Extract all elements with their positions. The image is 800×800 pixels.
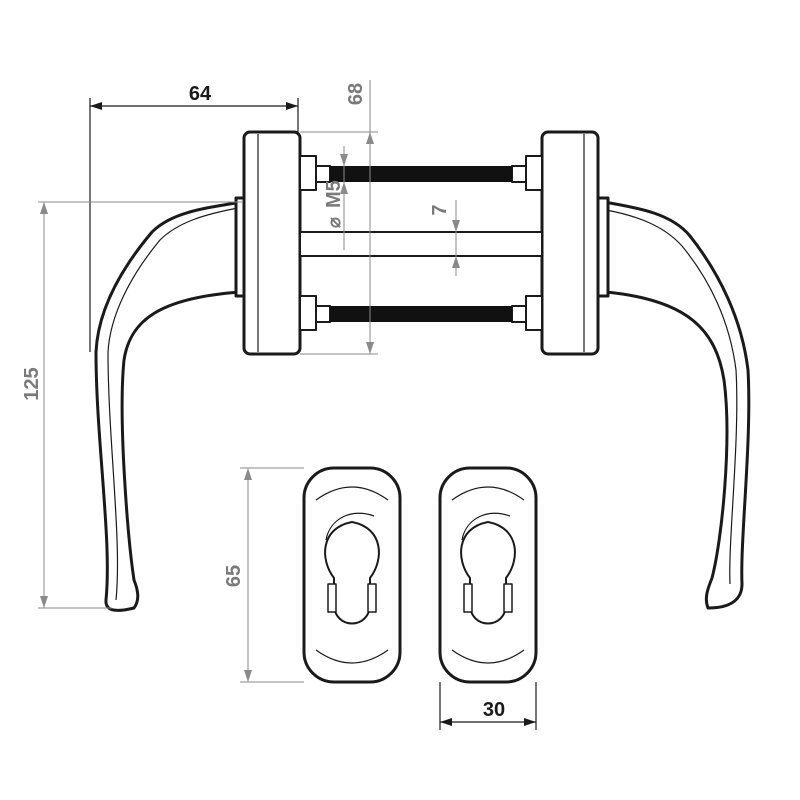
top-bolt xyxy=(330,166,512,182)
dimension-spindle-gap xyxy=(452,200,460,276)
label-handle-projection: 64 xyxy=(189,83,212,105)
dimension-rosette-width xyxy=(439,682,537,730)
label-diameter-symbol: ⌀ xyxy=(324,217,344,228)
label-spindle-length: 68 xyxy=(345,83,367,105)
label-rosette-height: 65 xyxy=(223,565,245,587)
left-rosette-front xyxy=(302,466,402,684)
label-rosette-width: 30 xyxy=(483,699,505,721)
right-handle xyxy=(596,196,751,610)
spindle-assembly xyxy=(299,155,543,331)
left-handle xyxy=(94,196,248,612)
dimension-spindle-length xyxy=(300,80,378,355)
dimension-rosette-height xyxy=(240,467,304,683)
dimension-handle-projection xyxy=(89,98,299,352)
bottom-bolt xyxy=(330,306,512,322)
right-rosette-front xyxy=(438,466,538,684)
dimension-handle-height xyxy=(38,201,242,609)
left-rosette-side xyxy=(242,130,302,356)
label-spindle-gap: 7 xyxy=(429,204,451,215)
dimension-screw-thread xyxy=(340,146,348,250)
right-rosette-side xyxy=(540,130,600,356)
label-handle-height: 125 xyxy=(21,367,43,400)
label-screw-thread: M5 xyxy=(323,180,345,208)
